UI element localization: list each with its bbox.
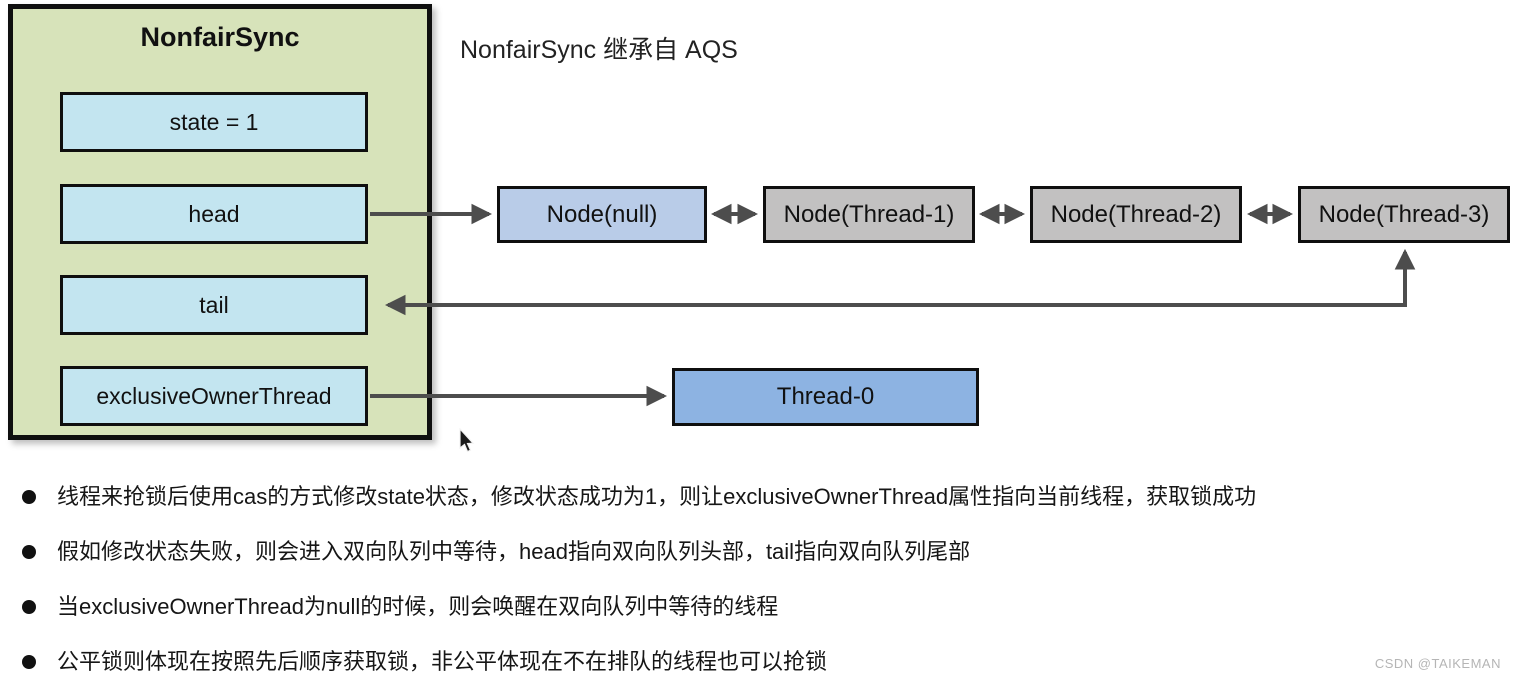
- queue-node-thread-3: Node(Thread-3): [1298, 186, 1510, 243]
- owner-thread-box: Thread-0: [672, 368, 979, 426]
- tail-arrow: [384, 248, 1416, 316]
- field-exclusive-owner-thread: exclusiveOwnerThread: [60, 366, 368, 426]
- mouse-cursor-icon: [459, 428, 475, 453]
- note-text: 假如修改状态失败，则会进入双向队列中等待，head指向双向队列头部，tail指向…: [57, 539, 971, 564]
- queue-node-thread-2: Node(Thread-2): [1030, 186, 1242, 243]
- inheritance-caption: NonfairSync 继承自 AQS: [460, 36, 738, 64]
- note-text: 公平锁则体现在按照先后顺序获取锁，非公平体现在不在排队的线程也可以抢锁: [57, 649, 828, 674]
- note-text: 当exclusiveOwnerThread为null的时候，则会唤醒在双向队列中…: [57, 594, 779, 619]
- field-state: state = 1: [60, 92, 368, 152]
- queue-node-null: Node(null): [497, 186, 707, 243]
- note-text: 线程来抢锁后使用cas的方式修改state状态，修改状态成功为1，则让exclu…: [57, 484, 1257, 509]
- notes-list: 线程来抢锁后使用cas的方式修改state状态，修改状态成功为1，则让exclu…: [22, 483, 1502, 679]
- field-head: head: [60, 184, 368, 244]
- bullet-icon: [22, 545, 36, 559]
- field-tail: tail: [60, 275, 368, 335]
- bullet-icon: [22, 600, 36, 614]
- watermark: CSDN @TAIKEMAN: [1374, 656, 1501, 671]
- list-item: 当exclusiveOwnerThread为null的时候，则会唤醒在双向队列中…: [22, 593, 1502, 621]
- bullet-icon: [22, 655, 36, 669]
- queue-node-thread-1: Node(Thread-1): [763, 186, 975, 243]
- list-item: 假如修改状态失败，则会进入双向队列中等待，head指向双向队列头部，tail指向…: [22, 538, 1502, 566]
- nonfairsync-title: NonfairSync: [140, 22, 300, 52]
- list-item: 线程来抢锁后使用cas的方式修改state状态，修改状态成功为1，则让exclu…: [22, 483, 1502, 511]
- bullet-icon: [22, 490, 36, 504]
- list-item: 公平锁则体现在按照先后顺序获取锁，非公平体现在不在排队的线程也可以抢锁: [22, 648, 1502, 676]
